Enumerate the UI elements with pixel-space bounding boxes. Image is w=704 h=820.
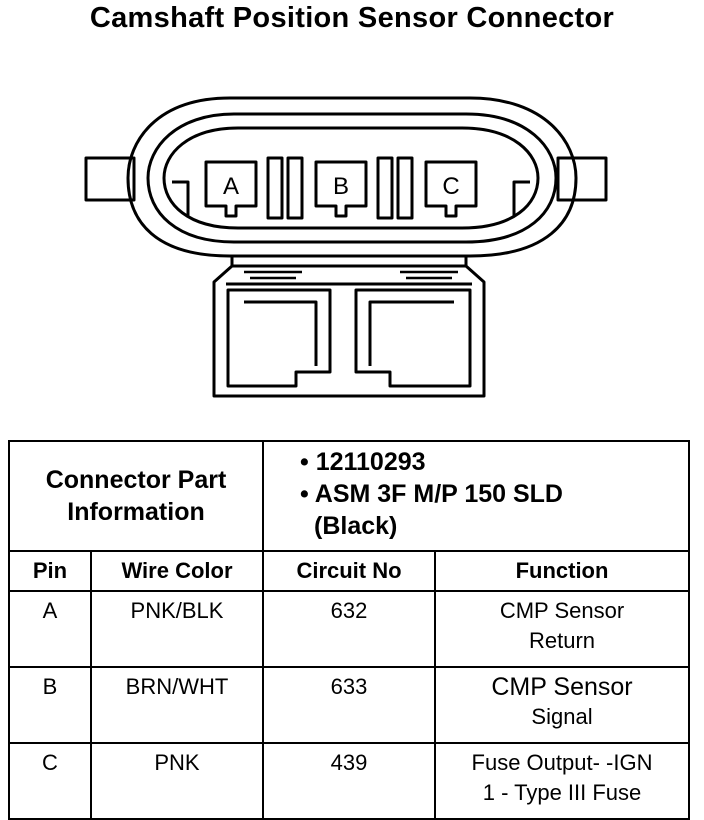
pin-label-c: C (442, 173, 459, 200)
connector-inner-shell-2 (162, 126, 540, 230)
connector-outer-shell (126, 96, 578, 258)
part-info-row: Connector Part Information • 12110293 • … (8, 440, 690, 552)
cell-wire-color: BRN/WHT (90, 666, 264, 744)
lock-housing-outer (212, 256, 486, 398)
header-wire-color: Wire Color (90, 550, 264, 592)
part-info-label-line1: Connector Part (45, 466, 227, 494)
connector-inner-shell-1 (146, 112, 558, 244)
header-pin: Pin (8, 550, 92, 592)
function-line1: CMP Sensor (491, 673, 633, 701)
cell-pin: B (8, 666, 92, 744)
function-line2: 1 - Type III Fuse (482, 780, 642, 805)
separator-bc-2 (396, 156, 414, 220)
function-line2: Signal (531, 704, 593, 729)
header-circuit-no: Circuit No (262, 550, 436, 592)
part-info-label: Connector Part Information (8, 440, 264, 552)
pin-cavity-b (314, 160, 368, 218)
lock-housing-inner (226, 288, 472, 388)
cell-wire-color: PNK (90, 742, 264, 820)
part-info-label-line2: Information (67, 498, 205, 526)
left-latch-tab (84, 156, 136, 202)
lock-housing-inner-2 (244, 300, 454, 366)
connector-table: Connector Part Information • 12110293 • … (8, 440, 690, 820)
page-title: Camshaft Position Sensor Connector (89, 2, 615, 34)
header-function: Function (434, 550, 690, 592)
inner-ledge (172, 180, 530, 216)
part-number: • 12110293 (300, 448, 426, 476)
right-latch-tab (556, 156, 608, 202)
cell-function: CMP Sensor Return (434, 590, 690, 668)
pin-cavity-a (204, 160, 258, 218)
function-line1: CMP Sensor (499, 598, 625, 623)
cell-pin: C (8, 742, 92, 820)
pin-label-a: A (223, 173, 239, 200)
separator-bc-1 (376, 156, 394, 220)
table-row: B BRN/WHT 633 CMP Sensor Signal (8, 666, 690, 744)
cell-wire-color: PNK/BLK (90, 590, 264, 668)
separator-ab-1 (266, 156, 284, 220)
cell-circuit-no: 439 (262, 742, 436, 820)
function-line2: Return (528, 628, 596, 653)
table-row: A PNK/BLK 632 CMP Sensor Return (8, 590, 690, 668)
cell-function: Fuse Output- -IGN 1 - Type III Fuse (434, 742, 690, 820)
cell-function: CMP Sensor Signal (434, 666, 690, 744)
pin-cavity-c (424, 160, 478, 218)
cell-circuit-no: 633 (262, 666, 436, 744)
part-color: (Black) (314, 512, 398, 540)
part-info-values: • 12110293 • ASM 3F M/P 150 SLD (Black) (262, 440, 690, 552)
table-header: Pin Wire Color Circuit No Function (8, 550, 690, 592)
function-line1: Fuse Output- -IGN (471, 750, 653, 775)
lock-housing-top (226, 264, 472, 286)
table-row: C PNK 439 Fuse Output- -IGN 1 - Type III… (8, 742, 690, 820)
separator-ab-2 (286, 156, 304, 220)
part-description: • ASM 3F M/P 150 SLD (300, 480, 563, 508)
connector-diagram: A B C (84, 96, 608, 398)
cell-pin: A (8, 590, 92, 668)
pin-label-b: B (333, 173, 349, 200)
cell-circuit-no: 632 (262, 590, 436, 668)
